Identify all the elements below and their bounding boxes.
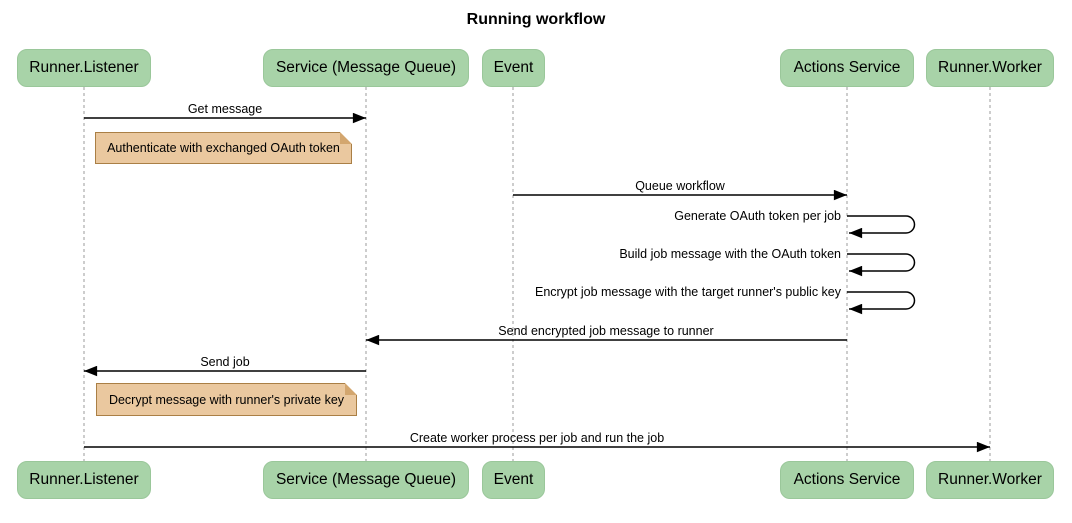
actor-top-runner-worker: Runner.Worker — [926, 49, 1054, 87]
message-label-get-message: Get message — [187, 102, 263, 116]
note-authenticate-oauth-text: Authenticate with exchanged OAuth token — [107, 141, 340, 155]
message-label-generate-oauth-token: Generate OAuth token per job — [674, 209, 841, 223]
message-label-queue-workflow: Queue workflow — [635, 179, 725, 193]
message-label-send-encrypted-job-message: Send encrypted job message to runner — [498, 324, 714, 338]
note-decrypt-message: Decrypt message with runner's private ke… — [96, 383, 357, 416]
message-label-create-worker-process: Create worker process per job and run th… — [409, 431, 665, 445]
message-label-send-job: Send job — [200, 355, 250, 369]
message-label-encrypt-job-message: Encrypt job message with the target runn… — [534, 285, 841, 299]
actor-bottom-event: Event — [482, 461, 545, 499]
actor-top-event: Event — [482, 49, 545, 87]
note-decrypt-message-text: Decrypt message with runner's private ke… — [108, 392, 345, 407]
actor-top-service-message-queue: Service (Message Queue) — [263, 49, 469, 87]
note-authenticate-oauth: Authenticate with exchanged OAuth token — [95, 132, 352, 164]
arrow-generate-oauth-token-self-loop — [847, 215, 916, 239]
message-label-build-job-message: Build job message with the OAuth token — [619, 247, 841, 261]
actor-bottom-runner-listener: Runner.Listener — [17, 461, 151, 499]
arrow-build-job-message-self-loop — [847, 253, 916, 277]
actor-bottom-actions-service: Actions Service — [780, 461, 914, 499]
diagram-title: Running workflow — [466, 11, 606, 28]
arrow-encrypt-job-message-self-loop — [847, 291, 916, 315]
actor-bottom-runner-worker: Runner.Worker — [926, 461, 1054, 499]
actor-top-actions-service: Actions Service — [780, 49, 914, 87]
actor-bottom-service-message-queue: Service (Message Queue) — [263, 461, 469, 499]
actor-top-runner-listener: Runner.Listener — [17, 49, 151, 87]
